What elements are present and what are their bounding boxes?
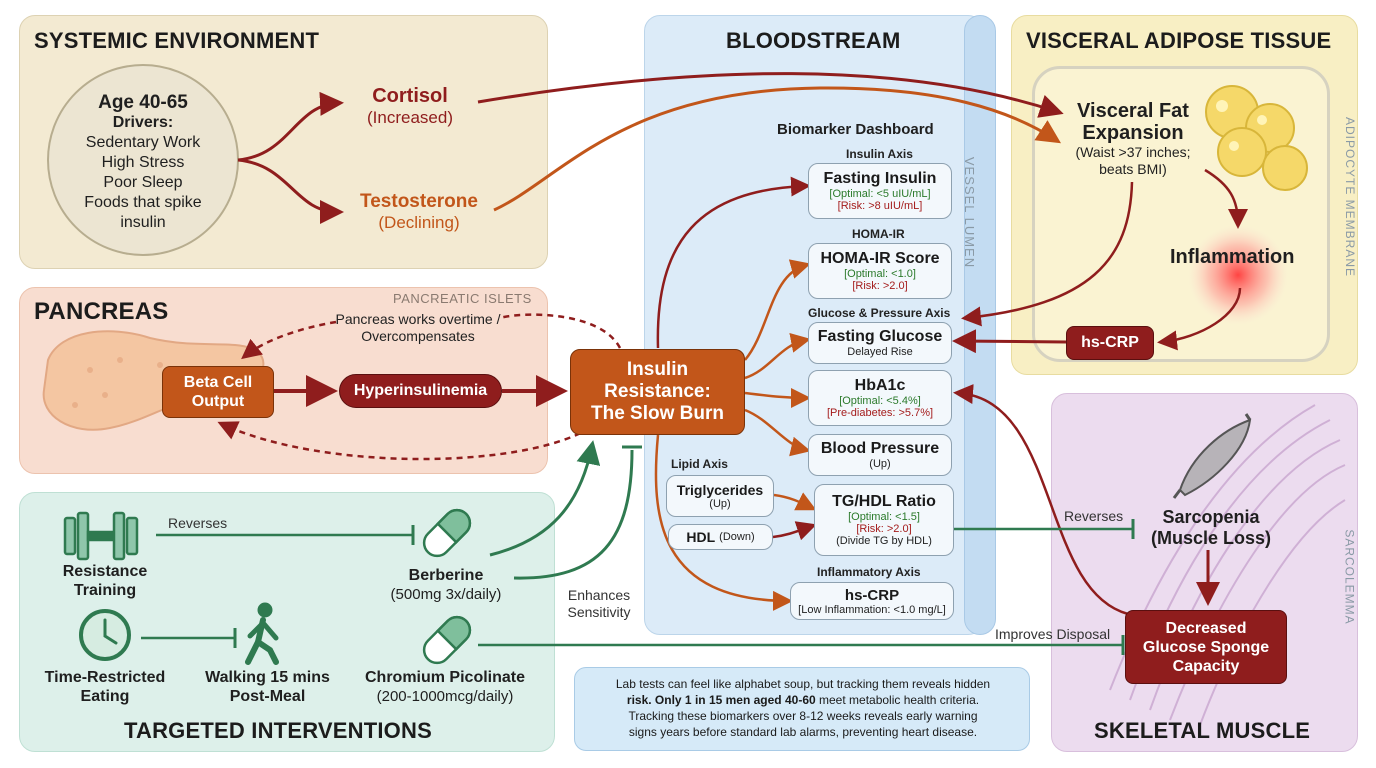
walking-label: Walking 15 mins Post-Meal — [205, 669, 330, 705]
vessel-lumen-label: VESSEL LUMEN — [962, 156, 978, 269]
resistance-training-label: Resistance Training — [62, 563, 148, 599]
chromium-label: Chromium Picolinate (200-1000mcg/daily) — [364, 669, 526, 705]
sarcopenia-node: Sarcopenia (Muscle Loss) — [1150, 507, 1272, 548]
pancreatic-islets-label: PANCREATIC ISLETS — [393, 291, 532, 306]
arrow-berberine-core — [489, 440, 601, 557]
fat-cells-cluster — [1205, 85, 1308, 191]
arrow-fat-biomarkers — [961, 181, 1134, 327]
homa-card: HOMA-IR Score [Optimal: <1.0] [Risk: >2.… — [808, 243, 952, 299]
time-restricted-eating-label: Time-Restricted Eating — [44, 669, 166, 705]
visceral-hscrp-box: hs-CRP — [1066, 326, 1154, 360]
lipid-axis-label: Lipid Axis — [671, 457, 728, 471]
arrow-overcompensate-top — [499, 313, 622, 349]
improves-disposal-label: Improves Disposal — [995, 626, 1111, 642]
sarcolemma-label: SARCOLEMMA — [1342, 529, 1357, 625]
interventions-title: TARGETED INTERVENTIONS — [124, 718, 432, 743]
arrow-inflammation-hscrp — [1157, 287, 1242, 351]
walking-figure-icon — [245, 602, 279, 665]
dumbbell-icon — [63, 511, 139, 561]
testosterone-node: Testosterone (Declining) — [360, 191, 478, 232]
blood-pressure-card: Blood Pressure (Up) — [808, 434, 952, 476]
arrow-trig-ratio — [773, 492, 817, 511]
arrow-fat-inflammation — [1204, 168, 1248, 229]
arrow-age-testosterone — [237, 158, 344, 224]
driver-item: High Stress — [101, 154, 185, 171]
insulin-axis-label: Insulin Axis — [846, 147, 913, 161]
arrow-core-hba1c — [744, 387, 811, 408]
arrow-hscrp-glucose — [952, 329, 1067, 354]
overcompensate-label: Pancreas works overtime / Overcompensate… — [335, 311, 501, 344]
triglycerides-card: Triglycerides (Up) — [666, 475, 774, 517]
inflammation-label: Inflammation — [1170, 246, 1295, 268]
age-drivers: Age 40-65 Drivers: Sedentary Work High S… — [48, 88, 238, 238]
reverses-label-resistance: Reverses — [168, 515, 228, 531]
inhibit-enhances-core — [513, 449, 634, 580]
arrow-hdl-ratio — [772, 521, 817, 541]
arrow-cortisol-fat — [477, 72, 1064, 118]
arrow-core-fasting-insulin — [656, 176, 811, 349]
muscle-title: SKELETAL MUSCLE — [1094, 718, 1311, 743]
bloodstream-title: BLOODSTREAM — [726, 28, 901, 53]
arrow-core-hscrp — [654, 434, 793, 611]
reverses-label-muscle: Reverses — [1064, 508, 1124, 524]
glucose-sponge-box: Decreased Glucose Sponge Capacity — [1125, 610, 1287, 684]
arrow-overcompensate-bottom — [217, 421, 591, 461]
insulin-resistance-core: Insulin Resistance: The Slow Burn — [570, 349, 745, 435]
driver-item: Sedentary Work — [85, 134, 201, 151]
visceral-fat-node: Visceral Fat Expansion (Waist >37 inches… — [1075, 100, 1191, 177]
hscrp-card: hs-CRP [Low Inflammation: <1.0 mg/L] — [790, 582, 954, 620]
glucose-axis-label: Glucose & Pressure Axis — [808, 306, 951, 320]
driver-item: Foods that spike — [84, 194, 202, 211]
tg-hdl-ratio-card: TG/HDL Ratio [Optimal: <1.5] [Risk: >2.0… — [814, 484, 954, 556]
age-label: Age 40-65 — [98, 92, 188, 113]
adipocyte-membrane-label: ADIPOCYTE MEMBRANE — [1343, 116, 1358, 278]
arrow-core-bp — [744, 408, 811, 457]
systemic-title: SYSTEMIC ENVIRONMENT — [34, 28, 320, 53]
inflammatory-axis-label: Inflammatory Axis — [817, 565, 921, 579]
drivers-label: Drivers: — [112, 114, 174, 131]
arrow-age-cortisol — [237, 91, 344, 162]
berberine-label: Berberine (500mg 3x/daily) — [390, 567, 502, 603]
hba1c-card: HbA1c [Optimal: <5.4%] [Pre-diabetes: >5… — [808, 370, 952, 426]
arrow-testosterone-fat — [493, 86, 1062, 212]
arrow-core-homa — [744, 259, 811, 361]
cortisol-node: Cortisol (Increased) — [367, 84, 453, 127]
hdl-card: HDL (Down) — [668, 524, 773, 550]
chromium-capsule-icon — [422, 615, 472, 665]
muscle-icon — [1172, 413, 1252, 499]
driver-item: Poor Sleep — [103, 174, 183, 191]
pancreas-title: PANCREAS — [34, 298, 169, 325]
enhances-sensitivity-label: Enhances Sensitivity — [567, 587, 631, 620]
fasting-insulin-card: Fasting Insulin [Optimal: <5 uIU/mL] [Ri… — [808, 163, 952, 219]
fasting-glucose-card: Fasting Glucose Delayed Rise — [808, 322, 952, 364]
beta-cell-output: Beta Cell Output — [162, 366, 274, 418]
hyperinsulinemia-box: Hyperinsulinemia — [339, 374, 502, 408]
visceral-title: VISCERAL ADIPOSE TISSUE — [1026, 28, 1332, 53]
inflammation-glow — [1188, 225, 1288, 325]
clock-icon — [79, 609, 131, 661]
note-box — [574, 667, 1030, 751]
dashboard-title: Biomarker Dashboard — [777, 121, 934, 138]
arrow-core-glucose — [744, 333, 811, 380]
berberine-capsule-icon — [422, 508, 472, 558]
driver-item: insulin — [120, 214, 166, 231]
note-text: Lab tests can feel like alphabet soup, b… — [615, 677, 991, 739]
homa-axis-label: HOMA-IR — [852, 227, 905, 241]
arrow-sponge-hba1c — [953, 384, 1129, 616]
